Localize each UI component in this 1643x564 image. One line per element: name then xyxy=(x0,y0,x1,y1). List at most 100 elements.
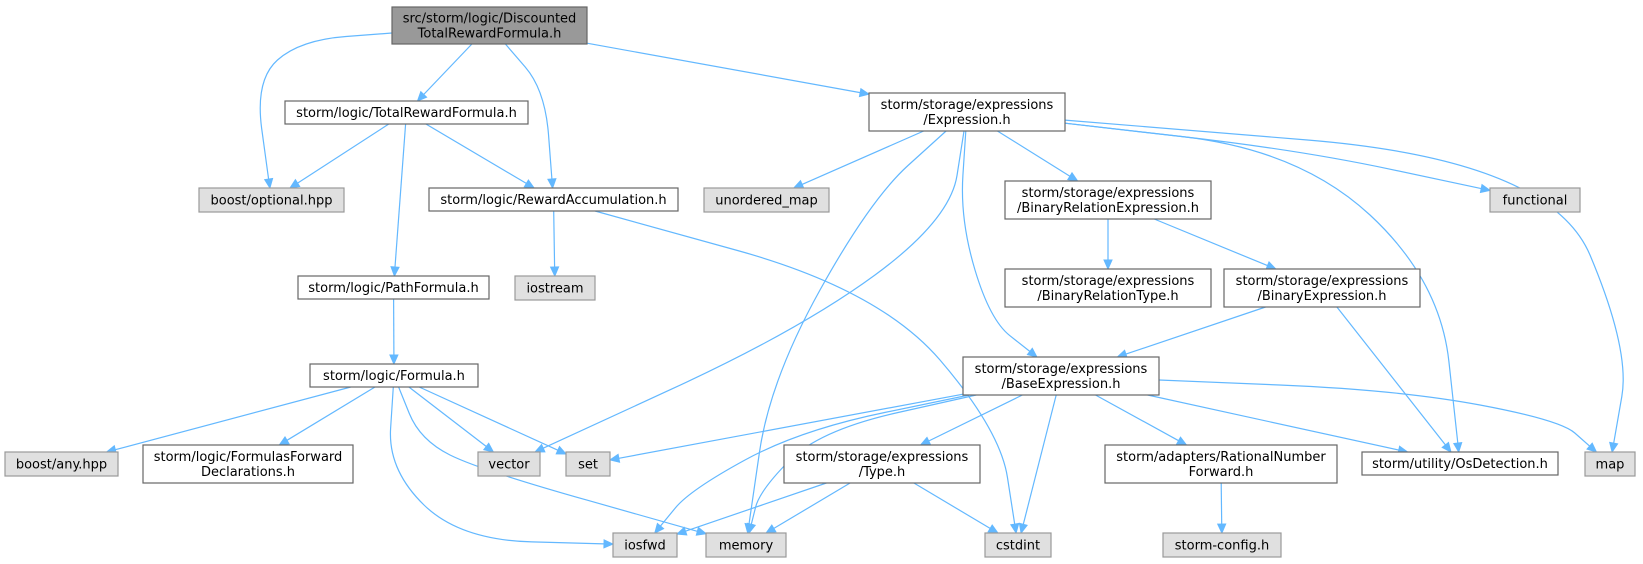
edge-formula-to-ffd xyxy=(278,386,376,446)
edge-formula-to-any xyxy=(105,386,351,455)
edge-expr-to-brel xyxy=(997,130,1079,182)
edge-base-to-rnf xyxy=(1095,394,1188,446)
edge-trf-to-opt xyxy=(288,123,390,189)
edge-racc-to-ios xyxy=(549,210,560,278)
node-label: /BaseExpression.h xyxy=(1002,377,1121,392)
node-cstdint: cstdint xyxy=(984,532,1052,558)
node-type[interactable]: storm/storage/expressions/Type.h xyxy=(783,444,981,484)
edge-type-to-iosfwd xyxy=(675,482,827,536)
edge-formula-to-set xyxy=(418,386,568,455)
node-label: iostream xyxy=(526,282,583,297)
node-label: memory xyxy=(719,539,774,554)
node-label: storm/storage/expressions xyxy=(1022,186,1195,201)
node-label: storm/storage/expressions xyxy=(975,362,1148,377)
edge-brel-to-breltype xyxy=(1103,219,1113,271)
node-label: storm/storage/expressions xyxy=(881,98,1054,113)
edge-root-to-racc xyxy=(504,43,557,190)
node-memory: memory xyxy=(705,532,787,558)
node-label: storm-config.h xyxy=(1175,539,1269,554)
edge-type-to-memory xyxy=(765,482,851,534)
node-bexpr[interactable]: storm/storage/expressions/BinaryExpressi… xyxy=(1223,268,1421,308)
node-label: /BinaryRelationType.h xyxy=(1037,289,1178,304)
edge-bexpr-to-base xyxy=(1116,306,1266,359)
node-label: set xyxy=(578,458,598,473)
node-base[interactable]: storm/storage/expressions/BaseExpression… xyxy=(962,356,1160,396)
node-label: storm/storage/expressions xyxy=(1022,274,1195,289)
edge-bexpr-to-osdet xyxy=(1336,306,1452,453)
node-label: unordered_map xyxy=(715,194,818,209)
edge-expr-to-vector xyxy=(533,130,965,453)
edge-base-to-map xyxy=(1158,379,1598,453)
edge-expr-to-func xyxy=(1064,122,1492,194)
node-label: storm/logic/Formula.h xyxy=(323,369,465,384)
edge-brel-to-bexpr xyxy=(1153,218,1277,270)
edge-root-to-expr xyxy=(586,42,871,98)
node-breltype[interactable]: storm/storage/expressions/BinaryRelation… xyxy=(1004,268,1212,308)
edge-pathf-to-formula xyxy=(389,298,399,366)
node-label: storm/logic/RewardAccumulation.h xyxy=(440,193,666,208)
node-formula[interactable]: storm/logic/Formula.h xyxy=(309,363,479,388)
node-trf[interactable]: storm/logic/TotalRewardFormula.h xyxy=(284,100,529,125)
edge-formula-to-iosfwd xyxy=(389,386,615,549)
node-racc[interactable]: storm/logic/RewardAccumulation.h xyxy=(428,187,679,212)
node-label: TotalRewardFormula.h xyxy=(417,27,562,42)
edge-type-to-cstdint xyxy=(913,482,999,534)
node-label: storm/adapters/RationalNumber xyxy=(1116,450,1326,465)
edges-layer xyxy=(105,32,1624,549)
node-root[interactable]: src/storm/logic/DiscountedTotalRewardFor… xyxy=(391,6,588,45)
node-label: Forward.h xyxy=(1189,465,1254,480)
node-label: storm/logic/TotalRewardFormula.h xyxy=(296,106,517,121)
edge-trf-to-pathf xyxy=(390,123,407,278)
node-config: storm-config.h xyxy=(1162,532,1282,558)
node-label: storm/logic/FormulasForward xyxy=(154,450,343,465)
edge-expr-to-umap xyxy=(792,130,924,189)
node-opt: boost/optional.hpp xyxy=(198,187,345,213)
edge-root-to-trf xyxy=(416,43,473,102)
node-label: /Expression.h xyxy=(923,113,1010,128)
node-label: functional xyxy=(1503,194,1568,209)
node-set: set xyxy=(565,451,611,477)
node-label: vector xyxy=(488,458,530,473)
edge-rnf-to-config xyxy=(1216,482,1227,535)
node-label: storm/storage/expressions xyxy=(796,450,969,465)
node-label: storm/utility/OsDetection.h xyxy=(1372,457,1548,472)
edge-base-to-iosfwd xyxy=(654,394,970,534)
edge-base-to-memory xyxy=(746,394,977,535)
node-iosfwd: iosfwd xyxy=(612,532,678,558)
node-label: storm/logic/PathFormula.h xyxy=(308,281,478,296)
node-label: /Type.h xyxy=(859,465,906,480)
node-ios: iostream xyxy=(514,275,596,301)
edge-base-to-set xyxy=(608,393,964,463)
node-vector: vector xyxy=(477,451,541,477)
node-label: boost/any.hpp xyxy=(16,458,107,473)
node-label: /BinaryRelationExpression.h xyxy=(1017,201,1199,216)
node-label: boost/optional.hpp xyxy=(211,194,333,209)
node-brel[interactable]: storm/storage/expressions/BinaryRelation… xyxy=(1004,180,1212,220)
node-label: cstdint xyxy=(996,539,1040,554)
node-label: src/storm/logic/Discounted xyxy=(403,12,577,27)
node-label: storm/storage/expressions xyxy=(1236,274,1409,289)
node-map: map xyxy=(1584,451,1636,477)
edge-expr-to-map xyxy=(1064,119,1624,454)
node-any: boost/any.hpp xyxy=(4,451,119,477)
node-pathf[interactable]: storm/logic/PathFormula.h xyxy=(297,275,490,300)
nodes-layer: src/storm/logic/DiscountedTotalRewardFor… xyxy=(4,6,1636,558)
edge-expr-to-base xyxy=(961,130,1038,358)
node-label: /BinaryExpression.h xyxy=(1257,289,1386,304)
node-expr[interactable]: storm/storage/expressions/Expression.h xyxy=(868,92,1066,132)
node-func: functional xyxy=(1489,187,1581,213)
node-label: Declarations.h xyxy=(201,465,295,480)
node-label: iosfwd xyxy=(624,539,666,554)
node-umap: unordered_map xyxy=(703,187,830,213)
node-label: map xyxy=(1596,458,1625,473)
edge-formula-to-memory xyxy=(398,386,708,536)
edge-base-to-cstdint xyxy=(1018,394,1057,535)
node-ffd[interactable]: storm/logic/FormulasForwardDeclarations.… xyxy=(142,444,354,484)
edge-formula-to-vector xyxy=(408,386,495,453)
edge-racc-to-cstdint xyxy=(594,210,1020,535)
edge-trf-to-racc xyxy=(425,123,536,189)
edge-root-to-opt xyxy=(259,32,393,190)
node-osdet[interactable]: storm/utility/OsDetection.h xyxy=(1361,451,1559,476)
